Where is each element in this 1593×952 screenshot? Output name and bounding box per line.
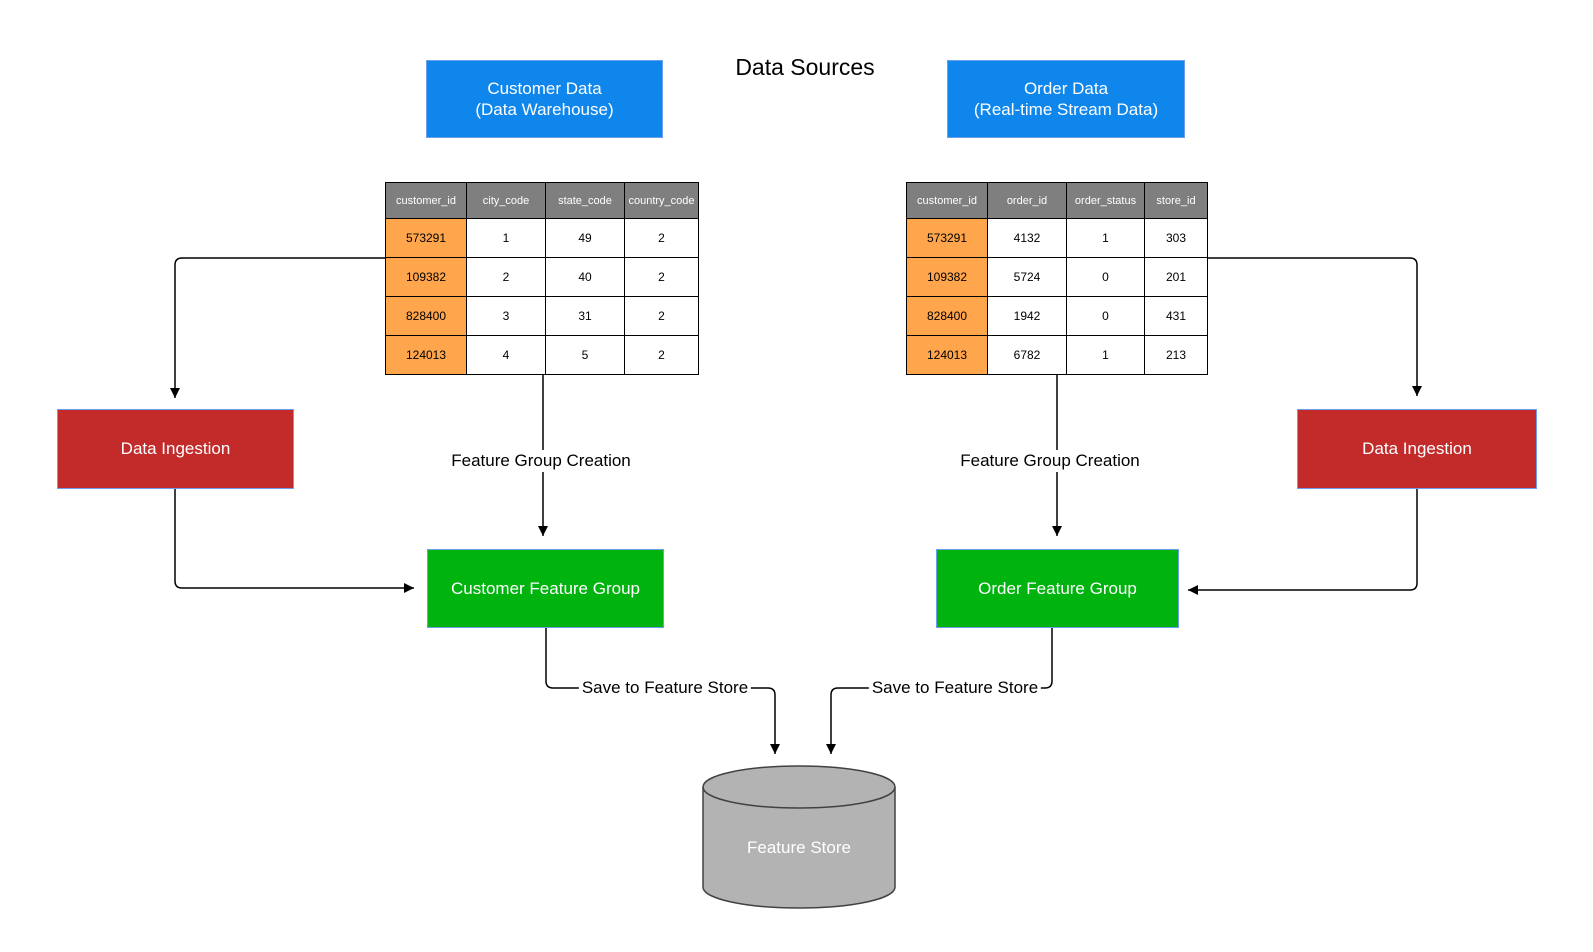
table-cell: 5 xyxy=(545,335,625,375)
edge-data-ingestion-right-to-order-feature-group xyxy=(1188,489,1418,595)
table-cell: 828400 xyxy=(906,296,988,336)
table-cell: 2 xyxy=(624,257,699,297)
table-cell: 0 xyxy=(1066,296,1145,336)
table-cell: 573291 xyxy=(385,218,467,258)
table-cell: 2 xyxy=(624,296,699,336)
data-ingestion-right-label: Data Ingestion xyxy=(1362,439,1472,459)
feature-store-cylinder-rim xyxy=(702,786,896,809)
data-ingestion-left-label: Data Ingestion xyxy=(120,439,231,459)
table-cell: 109382 xyxy=(906,257,988,297)
table-cell: 109382 xyxy=(385,257,467,297)
table-cell: 31 xyxy=(545,296,625,336)
table-cell: 213 xyxy=(1144,335,1208,375)
column-header: city_code xyxy=(466,182,546,219)
table-cell: 4 xyxy=(466,335,546,375)
table-cell: 573291 xyxy=(906,218,988,258)
table-cell: 1 xyxy=(1066,335,1145,375)
table-cell: 1 xyxy=(466,218,546,258)
table-cell: 828400 xyxy=(385,296,467,336)
table-cell: 2 xyxy=(624,218,699,258)
feature-store-label: Feature Store xyxy=(747,838,851,857)
table-cell: 1942 xyxy=(987,296,1067,336)
table-cell: 1 xyxy=(1066,218,1145,258)
table-cell: 5724 xyxy=(987,257,1067,297)
table-cell: 303 xyxy=(1144,218,1208,258)
table-cell: 0 xyxy=(1066,257,1145,297)
edge-label-save-to-feature-store-left: Save to Feature Store xyxy=(578,677,752,699)
edge-label-save-to-feature-store-right: Save to Feature Store xyxy=(868,677,1042,699)
table-cell: 6782 xyxy=(987,335,1067,375)
column-header: customer_id xyxy=(906,182,988,219)
order-feature-group-box: Order Feature Group xyxy=(936,549,1179,628)
edge-order-table-to-data-ingestion-right xyxy=(1207,257,1422,396)
table-cell: 124013 xyxy=(906,335,988,375)
column-header: state_code xyxy=(545,182,625,219)
customer-data-source-label-line1: Customer Data xyxy=(487,78,602,98)
data-ingestion-left-box: Data Ingestion xyxy=(57,409,294,489)
column-header: country_code xyxy=(624,182,699,219)
column-header: order_id xyxy=(987,182,1067,219)
table-cell: 2 xyxy=(624,335,699,375)
table-cell: 3 xyxy=(466,296,546,336)
customer-feature-group-label: Customer Feature Group xyxy=(451,578,640,598)
customer-data-source-box: Customer Data (Data Warehouse) xyxy=(426,60,663,138)
table-cell: 2 xyxy=(466,257,546,297)
feature-store-cylinder xyxy=(702,765,896,909)
edge-label-feature-group-creation-right: Feature Group Creation xyxy=(957,450,1143,472)
edge-label-feature-group-creation-left: Feature Group Creation xyxy=(448,450,634,472)
table-cell: 49 xyxy=(545,218,625,258)
order-feature-group-label: Order Feature Group xyxy=(978,578,1137,598)
order-data-source-box: Order Data (Real-time Stream Data) xyxy=(947,60,1185,138)
customer-feature-group-box: Customer Feature Group xyxy=(427,549,664,628)
edge-data-ingestion-left-to-customer-feature-group xyxy=(174,489,414,593)
table-cell: 4132 xyxy=(987,218,1067,258)
order-data-source-label-line2: (Real-time Stream Data) xyxy=(973,100,1159,119)
edge-customer-table-to-data-ingestion-left xyxy=(170,257,385,398)
column-header: customer_id xyxy=(385,182,467,219)
column-header: store_id xyxy=(1144,182,1208,219)
table-cell: 124013 xyxy=(385,335,467,375)
table-cell: 201 xyxy=(1144,257,1208,297)
page-title: Data Sources xyxy=(735,54,875,80)
customer-data-source-label-line2: (Data Warehouse) xyxy=(475,100,614,119)
table-cell: 40 xyxy=(545,257,625,297)
order-data-source-label-line1: Order Data xyxy=(1023,78,1109,98)
data-ingestion-right-box: Data Ingestion xyxy=(1297,409,1537,489)
column-header: order_status xyxy=(1066,182,1145,219)
table-cell: 431 xyxy=(1144,296,1208,336)
